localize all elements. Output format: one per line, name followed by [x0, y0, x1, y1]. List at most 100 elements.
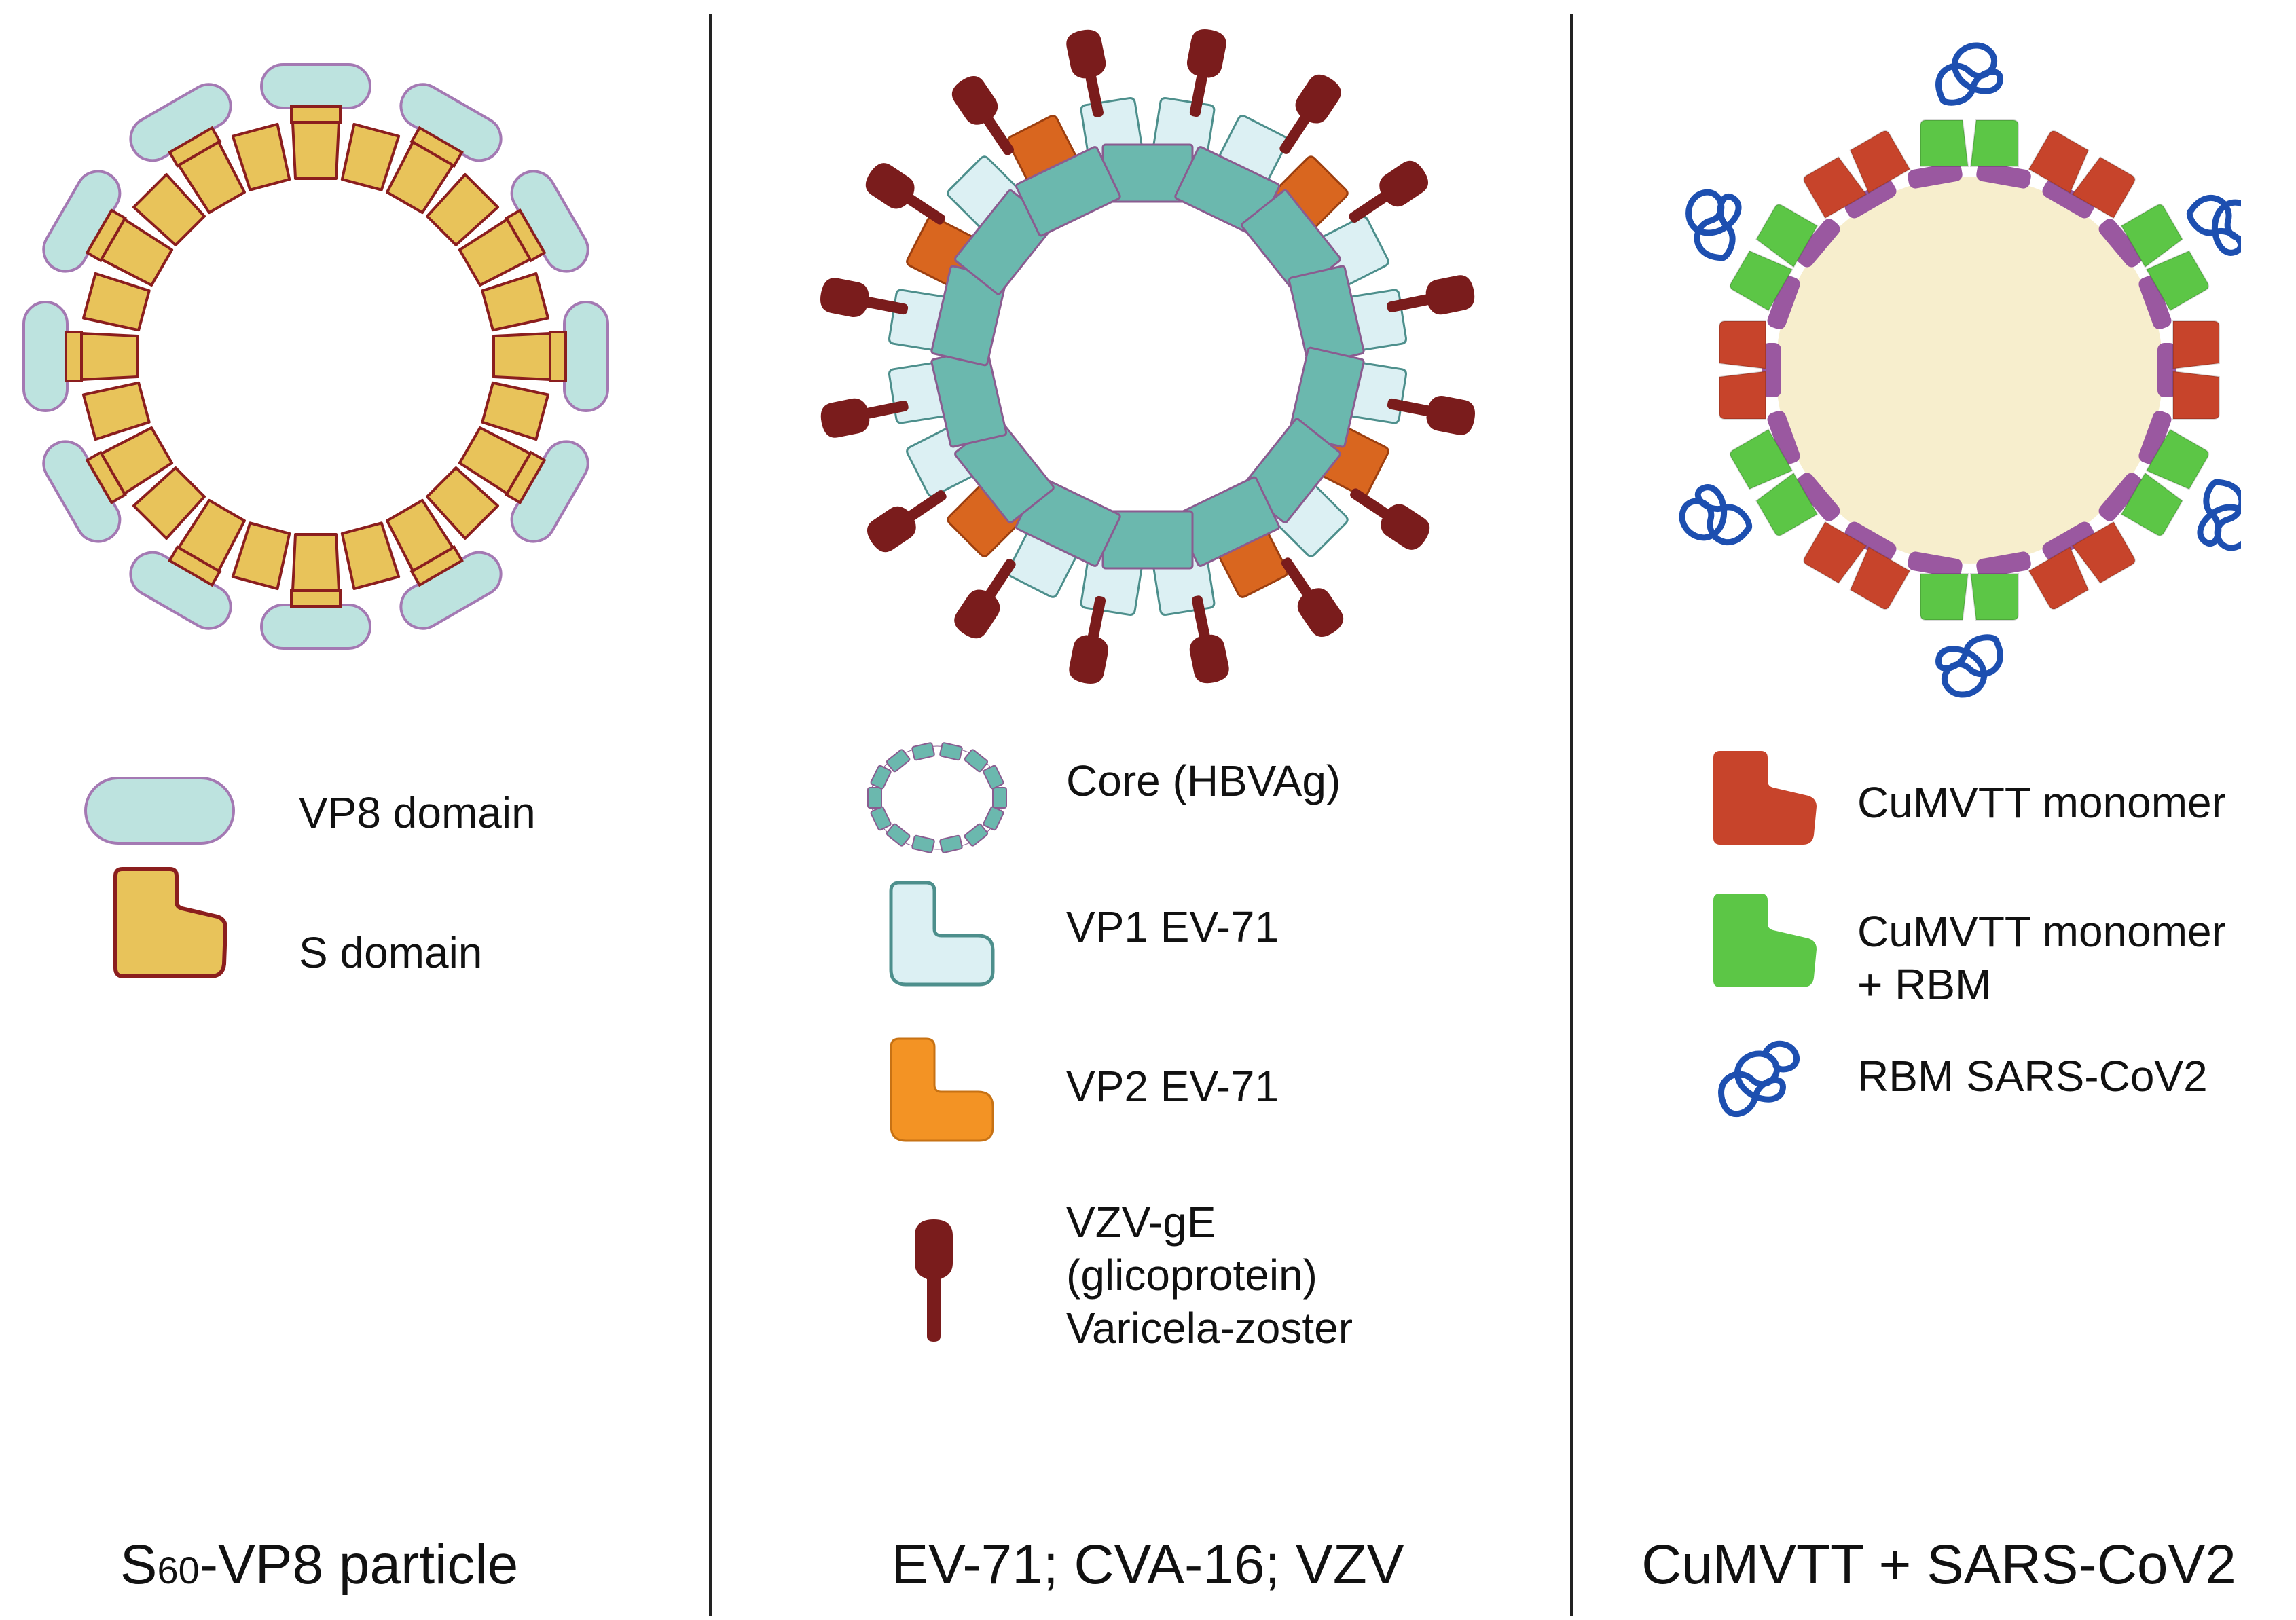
legend-label-cumv-rbm-line1: CuMVTT monomer — [1857, 907, 2226, 956]
caption-ev71: EV-71; CVA-16; VZV — [891, 1534, 1404, 1596]
rbm-squiggle — [1685, 189, 1742, 261]
core-ring-block — [983, 765, 1004, 790]
rbm-squiggle — [1935, 42, 2003, 106]
core-ring-block — [939, 742, 963, 761]
membrane-segment — [1908, 162, 1963, 189]
ring-vp8-domain — [260, 63, 371, 124]
ring-vp8-domain — [129, 545, 232, 630]
core-hbvag-block — [1015, 146, 1121, 237]
caption-subscript: 60 — [157, 1549, 200, 1591]
legend-label-vzv-line3: Varicela-zoster — [1066, 1304, 1353, 1352]
core-ring-block — [867, 787, 882, 809]
ring-s-domain — [81, 272, 151, 332]
cumv-monomer-icon — [1713, 751, 1817, 845]
ring-s-domain — [291, 533, 340, 592]
caption-cumvtt: CuMVTT + SARS-CoV2 — [1641, 1534, 2236, 1596]
legend-label-cumv-monomer: CuMVTT monomer — [1857, 778, 2226, 827]
ring-vp8-domain — [42, 170, 127, 273]
vzv-ge-spike — [1349, 160, 1428, 223]
vzv-ge-spike — [867, 490, 947, 553]
vzv-ge-spike — [1186, 29, 1226, 117]
cumv-monomer — [2172, 320, 2220, 420]
rbm-squiggle — [1679, 484, 1752, 546]
membrane-segment — [1796, 473, 1840, 521]
legend-label-vp8-domain: VP8 domain — [299, 788, 536, 837]
membrane-segment — [1976, 162, 2031, 189]
core-ring-block — [870, 765, 892, 790]
vzv-ge-spike — [820, 278, 909, 318]
ring-s-domain — [426, 466, 499, 540]
rbm-squiggle — [2197, 479, 2241, 551]
vzv-ge-spike — [820, 398, 909, 438]
core-ring-block — [964, 823, 989, 847]
vzv-ge-spike — [1069, 595, 1109, 684]
membrane-segment — [2157, 343, 2176, 397]
ring-s-domain — [481, 381, 550, 441]
core-ring-block — [911, 834, 935, 853]
rbm-squiggle-path — [1718, 1040, 1800, 1118]
particle-interior — [1776, 177, 2163, 564]
s60-vp8-particle-diagram — [22, 63, 609, 650]
cumv-monomer — [2028, 521, 2136, 610]
cumv-rbm-monomer — [1920, 573, 2019, 698]
cumv-rbm-monomer — [1679, 428, 1819, 546]
legend-label-rbm: RBM SARS-CoV2 — [1857, 1052, 2208, 1101]
cumv-rbm-monomer — [2120, 428, 2241, 551]
vzv-ge-spike — [954, 559, 1016, 639]
core-ring-icon — [867, 742, 1007, 853]
core-ring-block — [992, 787, 1007, 809]
core-ring-block — [870, 806, 892, 831]
membrane-segment — [2098, 219, 2143, 268]
vzv-ge-spike — [1066, 29, 1106, 117]
rbm-squiggle — [1935, 634, 2003, 698]
cumv-monomer — [1803, 521, 1911, 610]
legend-label-s-domain: S domain — [299, 928, 483, 977]
caption-suffix: -VP8 particle — [199, 1534, 519, 1596]
ring-s-domain — [340, 122, 401, 191]
core-ring-block — [983, 806, 1004, 831]
ev71-particle-diagram — [820, 29, 1475, 684]
membrane-segment — [2098, 473, 2143, 521]
cumv-rbm-monomer-icon — [1713, 894, 1817, 987]
legend-label-vzv-line2: (glicoprotein) — [1066, 1251, 1317, 1300]
vzv-ge-spike — [1387, 395, 1475, 435]
ring-vp1-block — [1271, 479, 1349, 557]
membrane-segment — [2138, 275, 2172, 330]
ring-vp8-domain — [42, 440, 127, 543]
core-ring-block — [911, 742, 935, 761]
ring-vp8-domain — [505, 440, 589, 543]
ring-vp8-domain — [260, 589, 371, 650]
ring-vp8-domain — [549, 301, 609, 412]
caption-prefix: S — [120, 1534, 158, 1596]
membrane-segment — [2042, 521, 2094, 561]
ring-vp8-domain — [505, 170, 589, 273]
rbm-squiggle — [2187, 194, 2241, 256]
core-ring-block — [886, 823, 911, 847]
ring-vp8-domain — [399, 83, 503, 168]
cumv-rbm-monomer — [1920, 42, 2019, 167]
legend-label-vp1: VP1 EV-71 — [1066, 902, 1279, 951]
legend-label-vp2: VP2 EV-71 — [1066, 1062, 1279, 1111]
ring-s-domain — [231, 521, 291, 591]
vzv-ge-spike — [1350, 488, 1430, 550]
cumv-monomer — [2028, 130, 2136, 219]
cumv-rbm-monomer — [1685, 189, 1819, 312]
ring-s-domain — [132, 173, 206, 246]
core-ring-block — [964, 749, 989, 773]
panel-divider-left — [709, 14, 712, 1616]
ring-s-domain — [81, 381, 151, 441]
legend-label-vzv-line1: VZV-gE — [1066, 1198, 1216, 1247]
membrane-segment — [1976, 551, 2031, 578]
membrane-segment — [1767, 275, 1800, 330]
legend-label-cumv-rbm-line2: + RBM — [1857, 960, 1992, 1009]
ring-s-domain — [492, 332, 551, 381]
vzv-ge-spike — [951, 76, 1014, 155]
vp8-domain-icon — [84, 777, 235, 845]
cumv-rbm-monomer — [2120, 194, 2241, 312]
panel-divider-right — [1570, 14, 1573, 1616]
membrane-segment — [2042, 179, 2094, 219]
ring-s-domain — [340, 521, 401, 591]
membrane-segment — [1844, 179, 1897, 219]
ring-vp8-domain — [129, 83, 232, 168]
ring-s-domain — [291, 121, 340, 180]
